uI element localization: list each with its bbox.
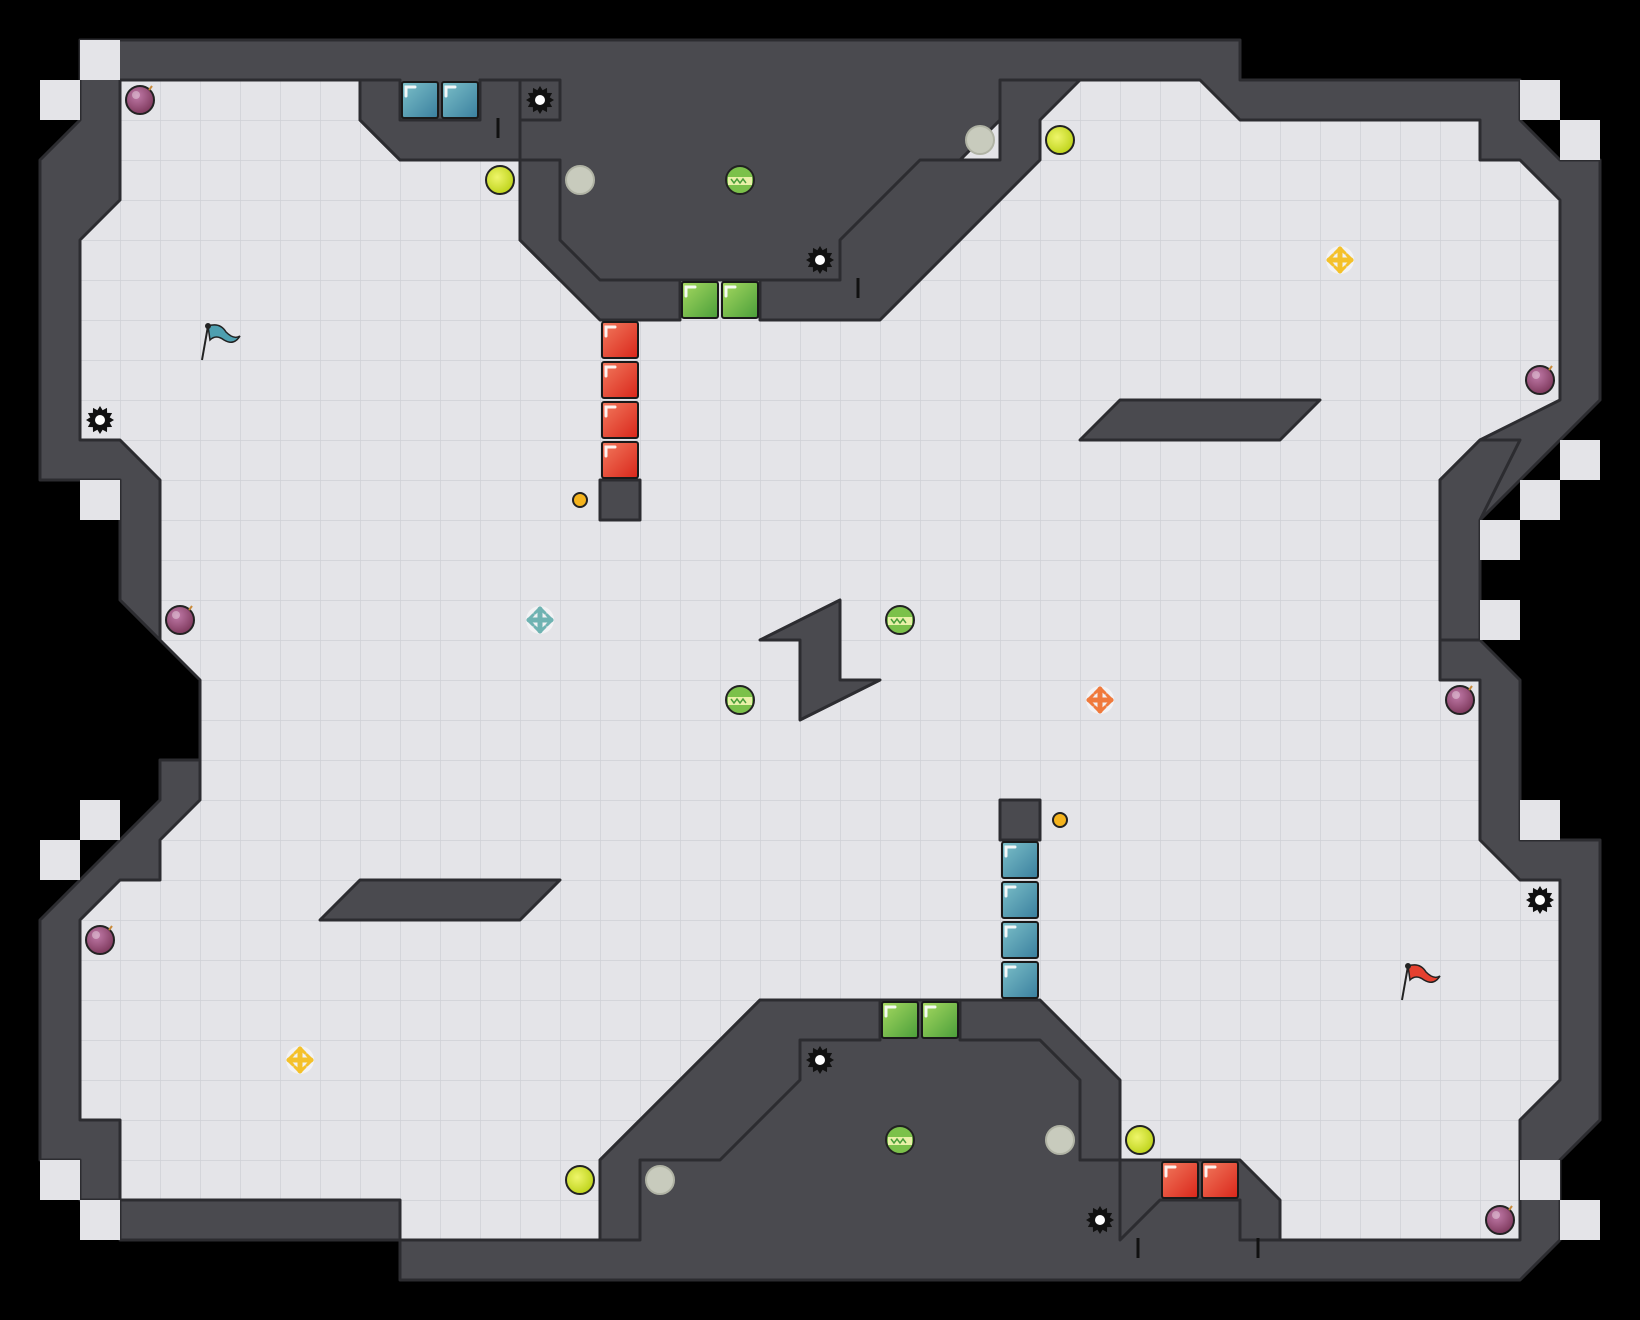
inactive-pad-icon bbox=[645, 1165, 675, 1195]
bomb-icon bbox=[85, 925, 115, 955]
left-diagonal-bar bbox=[318, 878, 562, 922]
edge-tile bbox=[1560, 1200, 1600, 1240]
powerup-icon bbox=[725, 685, 755, 715]
edge-tile bbox=[1520, 1160, 1560, 1200]
boost-icon bbox=[1125, 1125, 1155, 1155]
edge-tile bbox=[1560, 120, 1600, 160]
blue-gate-tile bbox=[1001, 961, 1039, 999]
spike-icon bbox=[526, 86, 554, 114]
green-gate-tile bbox=[881, 1001, 919, 1039]
red-gate-tile bbox=[601, 401, 639, 439]
bottom-blue-column-cap bbox=[998, 798, 1042, 842]
spike-icon bbox=[1526, 886, 1554, 914]
bomb-icon bbox=[125, 85, 155, 115]
edge-tile bbox=[1520, 80, 1560, 120]
inactive-pad-icon bbox=[965, 125, 995, 155]
boost-icon bbox=[565, 1165, 595, 1195]
bottom-right-funnel-wall bbox=[958, 998, 1122, 1162]
red-gate-tile bbox=[601, 321, 639, 359]
bomb-icon bbox=[165, 605, 195, 635]
powerup-icon bbox=[725, 165, 755, 195]
red-gate-tile bbox=[601, 441, 639, 479]
spike-icon bbox=[806, 246, 834, 274]
green-gate-tile bbox=[721, 281, 759, 319]
powerup-icon bbox=[885, 605, 915, 635]
powerup-icon bbox=[885, 1125, 915, 1155]
green-gate-tile bbox=[921, 1001, 959, 1039]
green-gate-tile bbox=[681, 281, 719, 319]
boost-icon bbox=[485, 165, 515, 195]
inactive-pad-icon bbox=[565, 165, 595, 195]
blue-gate-tile bbox=[401, 81, 439, 119]
portal-icon bbox=[1326, 246, 1354, 274]
portal-icon bbox=[286, 1046, 314, 1074]
edge-tile bbox=[1560, 440, 1600, 480]
bomb-icon bbox=[1485, 1205, 1515, 1235]
blue-gate-tile bbox=[1001, 881, 1039, 919]
right-diagonal-bar bbox=[1078, 398, 1322, 442]
edge-tile bbox=[80, 480, 120, 520]
edge-tile bbox=[1520, 480, 1560, 520]
red-gate-tile bbox=[1201, 1161, 1239, 1199]
edge-tile bbox=[80, 800, 120, 840]
center-star bbox=[758, 598, 882, 722]
button-icon bbox=[1052, 812, 1068, 828]
spike-icon bbox=[806, 1046, 834, 1074]
spike-icon bbox=[86, 406, 114, 434]
blue-gate-tile bbox=[1001, 841, 1039, 879]
blue-flag-icon bbox=[201, 323, 241, 361]
blue-gate-tile bbox=[1001, 921, 1039, 959]
edge-tile bbox=[1520, 800, 1560, 840]
edge-tile bbox=[80, 40, 120, 80]
walls bbox=[38, 38, 1602, 1282]
bomb-icon bbox=[1525, 365, 1555, 395]
bomb-icon bbox=[1445, 685, 1475, 715]
red-gate-tile bbox=[601, 361, 639, 399]
top-left-nook-wall bbox=[358, 78, 522, 162]
inactive-pad-icon bbox=[1045, 1125, 1075, 1155]
edge-tile bbox=[1480, 520, 1520, 560]
portal-icon bbox=[1086, 686, 1114, 714]
button-icon bbox=[572, 492, 588, 508]
edge-tile bbox=[40, 1160, 80, 1200]
bottom-right-nook-wall bbox=[1118, 1158, 1282, 1242]
edge-tile bbox=[1480, 600, 1520, 640]
top-red-column-cap bbox=[598, 478, 642, 522]
portal-icon bbox=[526, 606, 554, 634]
edge-tile bbox=[40, 840, 80, 880]
red-flag-icon bbox=[1401, 963, 1441, 1001]
top-channel-wall bbox=[518, 78, 682, 322]
top-right-funnel-wall bbox=[758, 78, 1082, 322]
bottom-channel-wall bbox=[598, 998, 882, 1242]
blue-gate-tile bbox=[441, 81, 479, 119]
boost-icon bbox=[1045, 125, 1075, 155]
red-gate-tile bbox=[1161, 1161, 1199, 1199]
spike-icon bbox=[1086, 1206, 1114, 1234]
edge-tile bbox=[40, 80, 80, 120]
edge-tile bbox=[80, 1200, 120, 1240]
